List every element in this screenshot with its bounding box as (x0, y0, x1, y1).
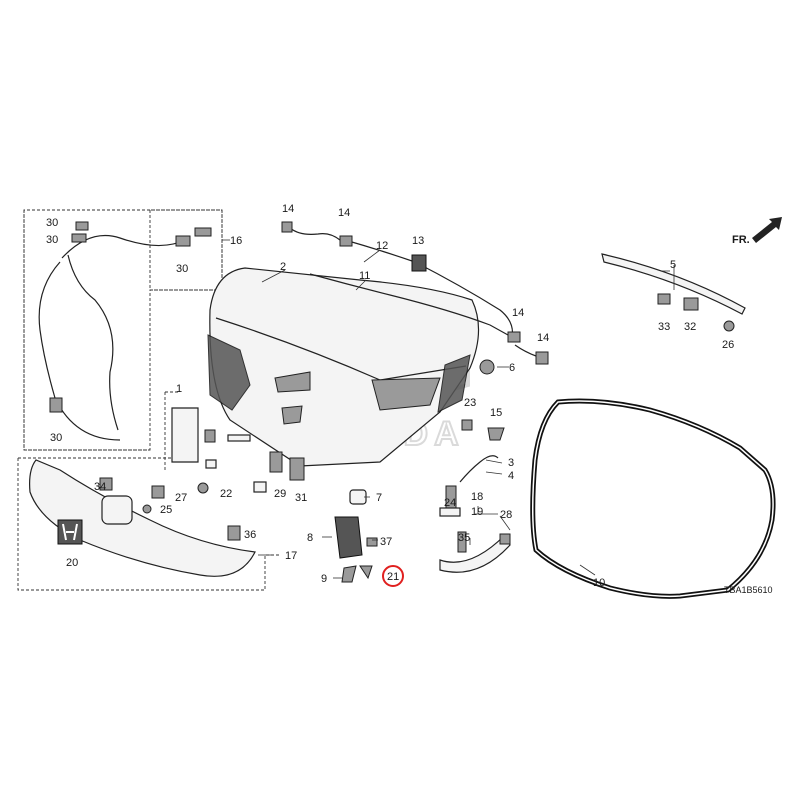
diagram-code: TBA1B5610 (724, 585, 773, 595)
svg-text:11: 11 (359, 270, 370, 282)
svg-text:36: 36 (244, 529, 256, 541)
svg-text:9: 9 (321, 573, 327, 585)
svg-text:21: 21 (387, 571, 399, 583)
svg-text:10: 10 (593, 577, 605, 589)
svg-text:30: 30 (50, 432, 62, 444)
svg-text:35: 35 (458, 532, 470, 544)
svg-text:29: 29 (274, 488, 286, 500)
svg-text:27: 27 (175, 492, 187, 504)
svg-text:22: 22 (220, 488, 232, 500)
svg-text:12: 12 (376, 240, 388, 252)
harness-wire (281, 221, 549, 365)
svg-text:17: 17 (285, 550, 297, 562)
license-panel (171, 407, 305, 493)
svg-text:24: 24 (444, 497, 456, 509)
svg-text:16: 16 (230, 235, 242, 247)
svg-text:8: 8 (307, 532, 313, 544)
svg-text:2: 2 (280, 261, 286, 273)
svg-text:20: 20 (66, 557, 78, 569)
svg-text:6: 6 (509, 362, 515, 374)
svg-text:31: 31 (295, 492, 307, 504)
spoiler (601, 253, 746, 332)
svg-text:28: 28 (500, 509, 512, 521)
fasteners (99, 359, 511, 583)
svg-text:30: 30 (46, 234, 58, 246)
emblem-group-box (17, 458, 280, 591)
callout-labels: 1 2 3 4 5 6 7 8 9 10 11 12 13 14 14 14 1… (46, 203, 734, 589)
weatherstrip (530, 398, 776, 599)
svg-text:26: 26 (722, 339, 734, 351)
svg-text:1: 1 (176, 383, 182, 395)
front-direction-indicator: FR. (732, 217, 782, 246)
svg-text:7: 7 (376, 492, 382, 504)
trunk-lid (207, 267, 480, 467)
svg-text:25: 25 (160, 504, 172, 516)
rear-garnish (29, 459, 256, 577)
svg-text:14: 14 (537, 332, 549, 344)
svg-text:33: 33 (658, 321, 670, 333)
svg-text:18: 18 (471, 491, 483, 503)
svg-text:14: 14 (338, 207, 350, 219)
svg-text:30: 30 (46, 217, 58, 229)
svg-text:4: 4 (508, 470, 514, 482)
svg-text:15: 15 (490, 407, 502, 419)
opener-cable (38, 221, 212, 441)
svg-text:FR.: FR. (732, 234, 750, 246)
svg-text:30: 30 (176, 263, 188, 275)
svg-text:14: 14 (512, 307, 524, 319)
svg-text:3: 3 (508, 457, 514, 469)
svg-text:37: 37 (380, 536, 392, 548)
highlighted-callout-ring (382, 565, 404, 587)
svg-text:23: 23 (464, 397, 476, 409)
svg-text:14: 14 (282, 203, 294, 215)
plate-group-box (164, 391, 180, 470)
svg-text:34: 34 (94, 481, 106, 493)
leader-lines (222, 239, 675, 579)
svg-text:19: 19 (471, 506, 483, 518)
svg-text:5: 5 (670, 259, 676, 271)
svg-text:13: 13 (412, 235, 424, 247)
svg-text:32: 32 (684, 321, 696, 333)
